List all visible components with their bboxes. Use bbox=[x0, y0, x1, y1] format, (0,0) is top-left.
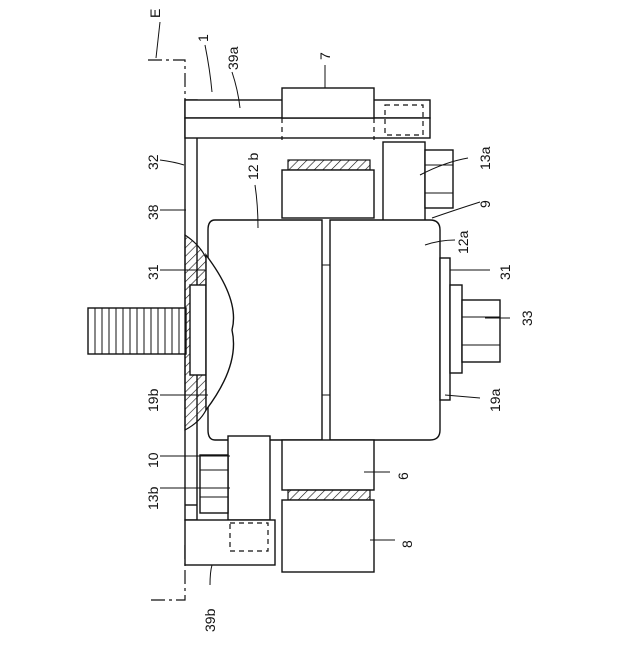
label-13b: 13b bbox=[145, 486, 161, 510]
label-6: 6 bbox=[395, 472, 411, 480]
label-13a: 13a bbox=[477, 146, 493, 170]
label-9: 9 bbox=[477, 200, 493, 208]
part-8-block bbox=[282, 500, 374, 572]
label-10: 10 bbox=[145, 452, 161, 468]
bolt-13a bbox=[383, 142, 453, 222]
label-19a: 19a bbox=[487, 388, 503, 412]
label-31-right: 31 bbox=[497, 264, 513, 280]
label-39b: 39b bbox=[202, 608, 218, 632]
label-38: 38 bbox=[145, 204, 161, 220]
label-e: E bbox=[147, 9, 163, 18]
lower-hatched-shim bbox=[282, 440, 374, 500]
label-31-left: 31 bbox=[145, 264, 161, 280]
threaded-stud bbox=[88, 308, 186, 354]
core-12a bbox=[322, 220, 440, 440]
bolt-33 bbox=[450, 285, 500, 373]
label-1: 1 bbox=[195, 34, 211, 42]
label-7: 7 bbox=[317, 52, 333, 60]
label-39a: 39a bbox=[225, 46, 241, 70]
bracket-39b bbox=[185, 520, 275, 565]
label-12b: 12 b bbox=[245, 153, 261, 180]
part-7-block bbox=[282, 88, 374, 118]
label-12a: 12a bbox=[455, 230, 471, 254]
label-19b: 19b bbox=[145, 388, 161, 412]
bolt-13b bbox=[200, 436, 270, 520]
label-32: 32 bbox=[145, 154, 161, 170]
washer-31-right bbox=[440, 258, 450, 400]
label-8: 8 bbox=[399, 540, 415, 548]
label-33: 33 bbox=[519, 310, 535, 326]
upper-hatched-shim bbox=[282, 160, 374, 218]
